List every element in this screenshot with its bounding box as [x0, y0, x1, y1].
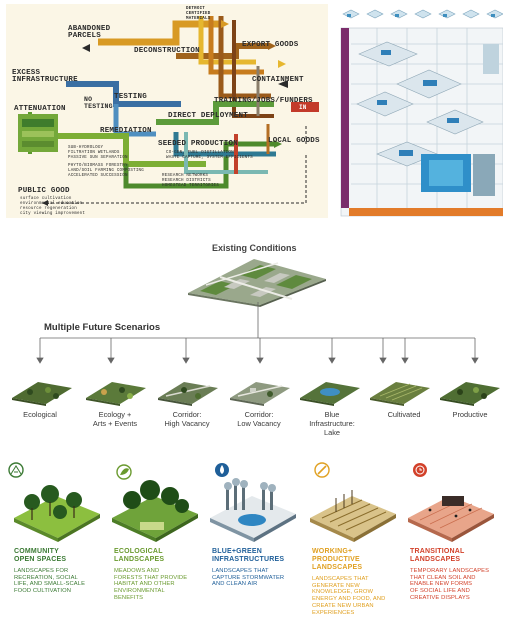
shovel-icon — [314, 462, 330, 478]
landscape-desc-blue-green: LANDSCAPES THAT CAPTURE STORMWATER AND C… — [212, 568, 285, 588]
seeded-production-notes: CO-GEN, FUEL DISTILLATION WASTE CAPTURE,… — [166, 151, 253, 160]
scenario-label-blue-infrastructure-lake: Blue Infrastructure: Lake — [309, 410, 355, 437]
label-public-good: PUBLIC GOOD — [18, 187, 70, 195]
label-containment: CONTAINMENT — [252, 76, 304, 84]
scenario-thumbnails — [12, 382, 500, 406]
label-deconstruction: DECONSTRUCTION — [134, 47, 200, 55]
landscape-illustrations — [8, 462, 494, 542]
label-training: TRAINING/JOBS/FUNDERS — [214, 97, 313, 105]
label-remediation: REMEDIATION — [100, 127, 152, 135]
scenario-label-corridor-low-vacancy: Corridor: Low Vacancy — [237, 410, 281, 428]
remediation-notes: PHYTO/BIOMASS FORESTRY LAND/SOIL FARMING… — [68, 164, 144, 178]
clock-icon — [413, 463, 427, 477]
water-drop-icon — [215, 463, 229, 477]
multiple-future-scenarios-title: Multiple Future Scenarios — [44, 322, 161, 333]
leaf-icon — [116, 464, 132, 480]
label-local-goods: LOCAL GOODS — [268, 137, 320, 145]
research-notes: RESEARCH NETWORKS RESEARCH DISTRICTS HOM… — [162, 174, 219, 188]
label-in-tag: IN — [299, 104, 307, 111]
landscape-desc-community: LANDSCAPES FOR RECREATION, SOCIAL LIFE, … — [14, 568, 86, 595]
landscape-title-ecological: ECOLOGICAL LANDSCAPES — [114, 548, 165, 563]
existing-conditions-map — [188, 259, 326, 307]
label-abandoned-parcels: ABANDONED PARCELS — [68, 25, 111, 40]
label-excess-infrastructure: EXCESS INFRASTRUCTURE — [12, 69, 78, 84]
landscape-desc-ecological: MEADOWS AND FORESTS THAT PROVIDE HABITAT… — [114, 568, 188, 601]
axonometric-site-plan — [337, 4, 504, 218]
scenario-label-ecology-arts-events: Ecology + Arts + Events — [92, 410, 138, 428]
scenario-label-cultivated: Cultivated — [387, 410, 421, 419]
label-no-testing: NO TESTING — [84, 96, 113, 110]
landscape-desc-working-productive: LANDSCAPES THAT GENERATE NEW KNOWLEDGE, … — [312, 576, 386, 616]
scenario-label-productive: Productive — [452, 410, 488, 419]
label-testing: TESTING — [114, 93, 147, 101]
label-direct-deployment: DIRECT DEPLOYMENT — [168, 112, 248, 120]
label-export-goods: EXPORT GOODS — [242, 41, 299, 49]
landscape-desc-transitional: TEMPORARY LANDSCAPES THAT CLEAN SOIL AND… — [410, 568, 490, 601]
scenario-label-ecological: Ecological — [23, 410, 57, 419]
existing-conditions-title: Existing Conditions — [212, 243, 297, 253]
landscape-title-blue-green: BLUE+GREEN INFRASTRUCTURES — [212, 548, 285, 563]
flow-arrows — [18, 16, 319, 206]
landscape-title-transitional: TRANSITIONAL LANDSCAPES — [410, 548, 465, 563]
remediation-notes-2: SUB-HYDROLOGY FILTRATION WETLANDS PASSIV… — [68, 146, 128, 160]
landscape-title-working-productive: WORKING+ PRODUCTIVE LANDSCAPES — [312, 548, 363, 571]
systems-flow-diagram: ABANDONED PARCELS EXCESS INFRASTRUCTURE … — [6, 4, 328, 218]
public-good-notes: surface cultivation environmental educat… — [20, 197, 86, 216]
landscape-title-community: COMMUNITY OPEN SPACES — [14, 548, 67, 563]
label-seeded-production: SEEDED PRODUCTION — [158, 140, 238, 148]
swing-icon — [8, 462, 24, 478]
scenario-label-corridor-high-vacancy: Corridor: High Vacancy — [164, 410, 210, 428]
axonometric-drawing — [340, 9, 504, 217]
label-detroit-certified: DETROIT CERTIFIED MATERIALS — [186, 7, 211, 21]
label-attenuation: ATTENUATION — [14, 105, 66, 113]
scenario-connector-lines — [36, 302, 479, 364]
